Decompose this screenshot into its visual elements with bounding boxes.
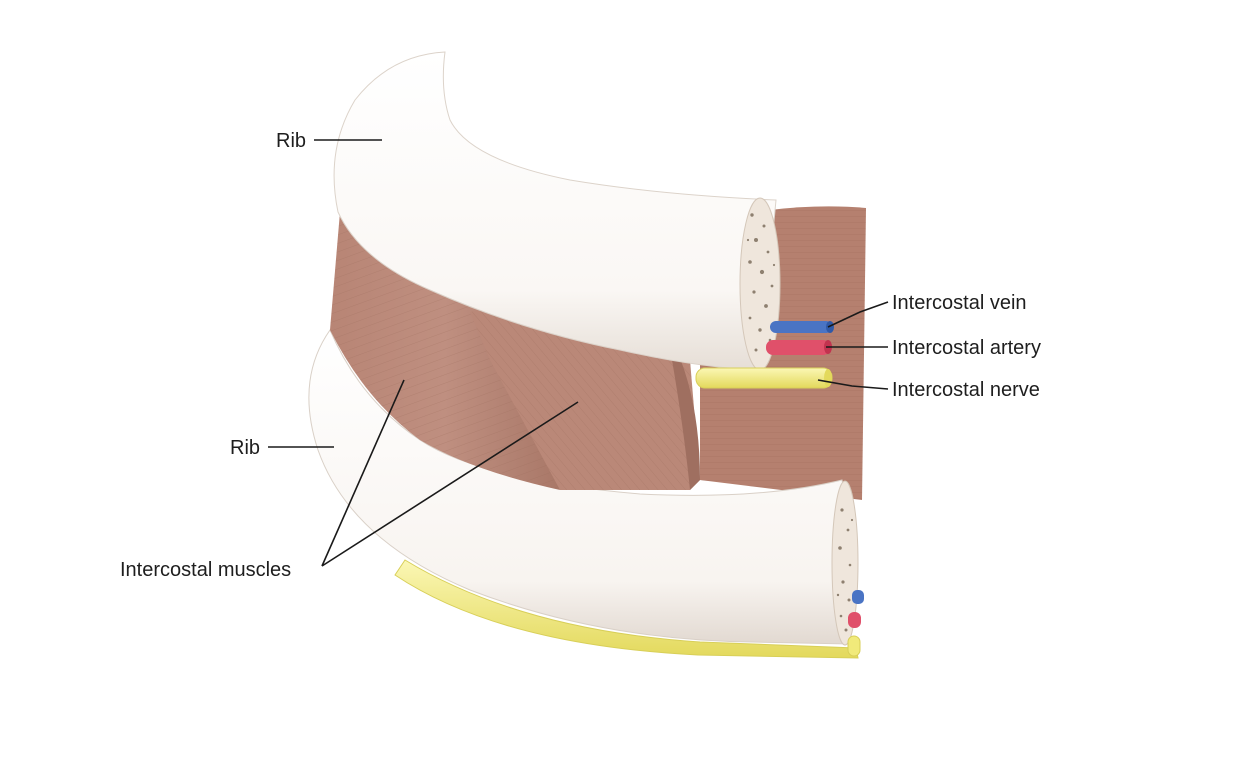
lower-intercostal-artery [848,612,861,628]
label-intercostal-artery: Intercostal artery [892,337,1041,359]
nerve-end [824,369,832,387]
lower-intercostal-vein [852,590,864,604]
intercostal-vein-vessel [770,321,832,333]
label-rib-upper: Rib [276,130,306,152]
lower-nerve-end [848,636,860,656]
label-intercostal-vein: Intercostal vein [892,292,1027,314]
intercostal-nerve-fibre [696,368,832,388]
label-rib-lower: Rib [230,437,260,459]
label-intercostal-muscles: Intercostal muscles [120,559,291,581]
vein-lumen [826,321,834,333]
label-intercostal-nerve: Intercostal nerve [892,379,1040,401]
intercostal-artery-vessel [766,340,830,355]
